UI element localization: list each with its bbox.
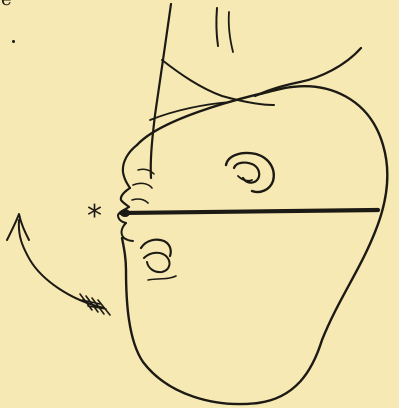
axis-point bbox=[120, 209, 130, 217]
head-outline bbox=[122, 86, 387, 404]
asterisk-label: * bbox=[87, 202, 102, 232]
neck-outline bbox=[150, 4, 361, 178]
face-profile bbox=[118, 145, 154, 241]
mouth-chin-drawing bbox=[141, 240, 176, 280]
axis-line bbox=[120, 209, 378, 217]
ear-drawing bbox=[226, 153, 274, 192]
